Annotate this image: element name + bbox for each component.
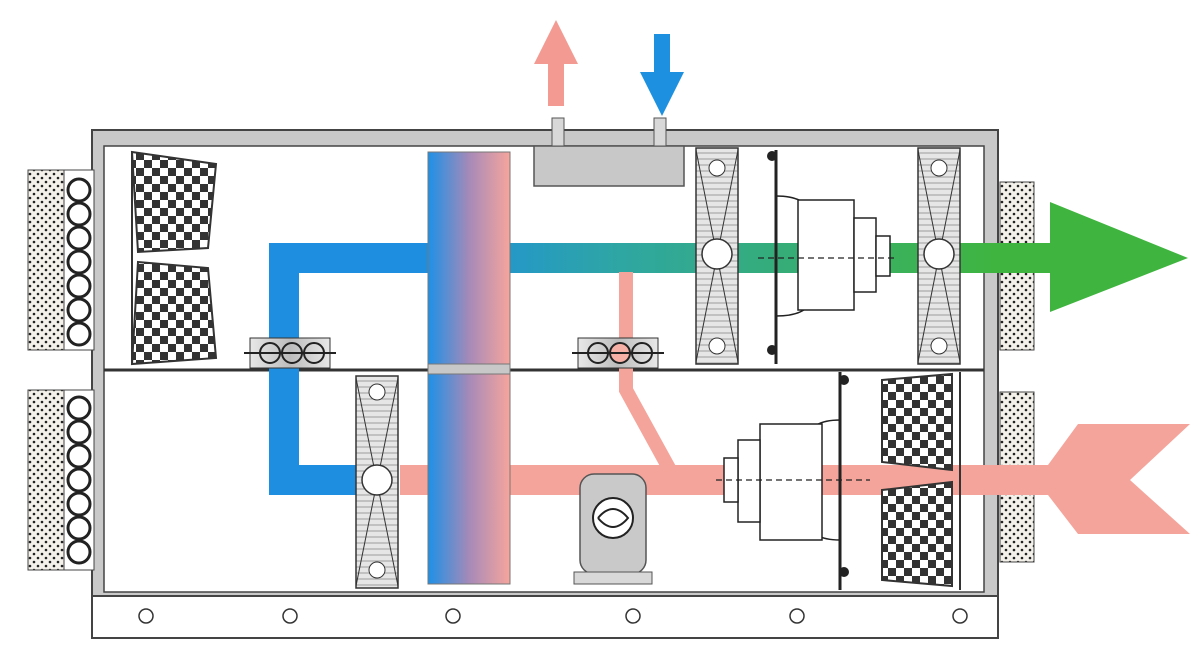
fresh-air-arrow-icon [640, 34, 684, 116]
bolt-hole-icon [952, 608, 968, 624]
bolt-hole-icon [445, 608, 461, 624]
upper-damper-right [917, 147, 961, 365]
mounting-base [91, 595, 999, 639]
left-silencer-bottom [27, 389, 95, 571]
compressor [573, 473, 653, 585]
upper-filter [130, 150, 218, 366]
upper-damper-left [695, 147, 739, 365]
upper-coil-right [572, 337, 664, 369]
bolt-hole-icon [138, 608, 154, 624]
supply-fan [758, 150, 898, 364]
fresh-air-loop [269, 243, 470, 495]
exhaust-arrow-icon [534, 20, 578, 106]
lower-filter [881, 372, 961, 590]
extract-fan [716, 372, 870, 590]
bolt-hole-icon [282, 608, 298, 624]
refrigerant-header [533, 117, 685, 187]
bolt-hole-icon [625, 608, 641, 624]
rotary-heat-exchanger [427, 151, 511, 585]
lower-damper [355, 375, 399, 589]
unit-casing [91, 129, 999, 639]
left-silencer-top [27, 169, 95, 351]
bolt-hole-icon [789, 608, 805, 624]
upper-coil-left [244, 337, 336, 369]
